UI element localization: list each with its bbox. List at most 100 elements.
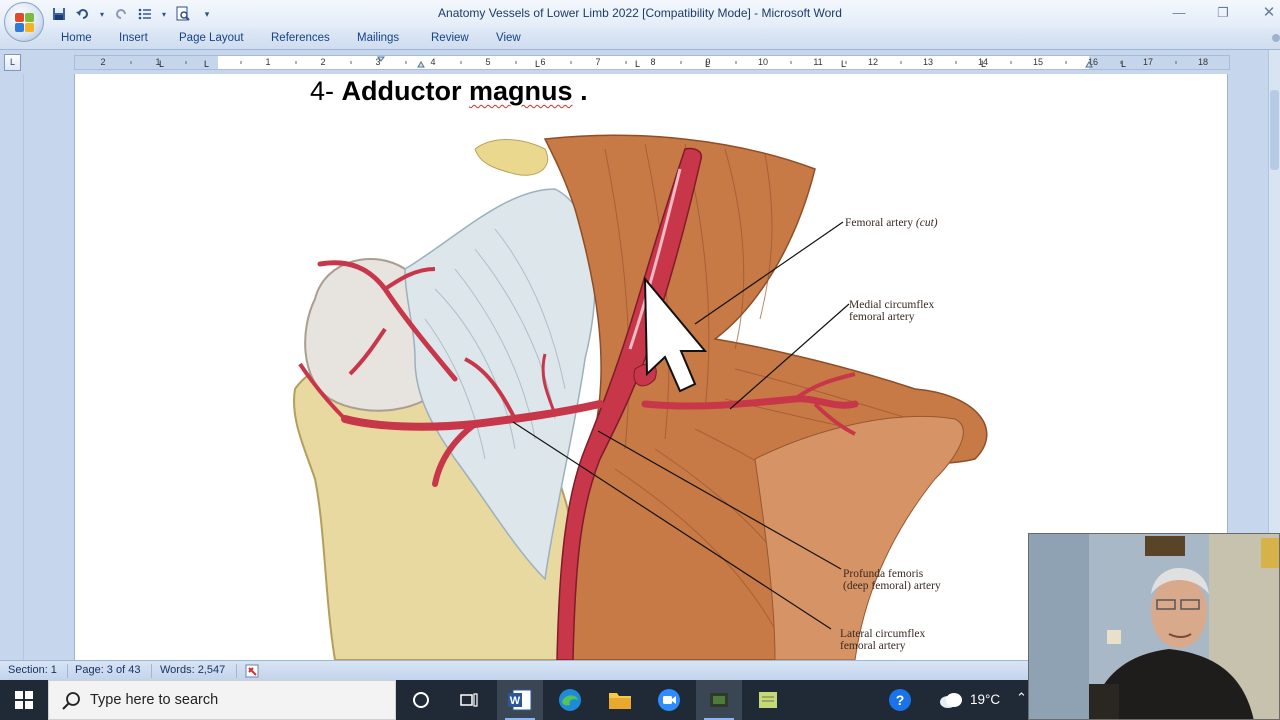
tab-stop-icon[interactable]: L (705, 59, 711, 69)
bullets-icon[interactable] (136, 5, 154, 23)
undo-icon[interactable] (74, 5, 92, 23)
search-placeholder: Type here to search (90, 692, 219, 708)
heading-word-adductor: Adductor (341, 76, 462, 106)
word-app-icon[interactable]: W (506, 686, 534, 714)
ruler-number: 1 (265, 57, 271, 67)
task-view-icon[interactable] (455, 686, 483, 714)
edge-browser-icon[interactable] (556, 686, 584, 714)
anatomy-illustration (293, 134, 988, 660)
ruler-number: 10 (757, 57, 768, 67)
heading-tail: . (572, 76, 588, 106)
office-logo-icon (15, 13, 35, 33)
save-icon[interactable] (50, 5, 68, 23)
tab-view[interactable]: View (496, 32, 521, 44)
left-vertical-bar (0, 74, 24, 660)
notes-app-icon[interactable] (754, 686, 782, 714)
status-separator (151, 664, 152, 678)
ruler-left-margin (75, 56, 218, 69)
tab-stop-icon[interactable]: L (981, 59, 987, 69)
status-bar: Section: 1 Page: 3 of 43 Words: 2,547 (0, 660, 1280, 680)
zoom-app-icon[interactable] (655, 686, 683, 714)
ruler-number: 11 (813, 57, 823, 67)
tab-review[interactable]: Review (431, 32, 469, 44)
heading-number: 4- (310, 76, 335, 106)
ruler-number: 6 (540, 57, 546, 67)
minimize-icon[interactable]: — (1172, 5, 1186, 20)
ruler-number: 1 (155, 57, 161, 67)
ruler-number: 7 (595, 57, 601, 67)
label-femoral-artery: Femoral artery (cut) (845, 217, 938, 229)
ruler-number: 4 (430, 57, 436, 67)
webcam-overlay (1028, 533, 1280, 720)
tab-references[interactable]: References (271, 32, 330, 44)
tab-stop-icon[interactable]: L (635, 59, 641, 69)
title-bar: ▾ ▾ ▾ Anatomy Vessels of Lower Limb 2022… (0, 0, 1280, 28)
ruler-number: 9 (705, 57, 711, 67)
ruler-ticks (130, 56, 1177, 68)
tray-chevron-up-icon[interactable]: ⌃ (1016, 690, 1027, 705)
ruler-number: 15 (1032, 57, 1043, 67)
label-lateral-circumflex: Lateral circumflex femoral artery (840, 628, 926, 652)
heading-word-magnus: magnus (469, 76, 573, 106)
tab-stop-icon[interactable]: L (535, 59, 541, 69)
ruler-number: 2 (320, 57, 326, 67)
ruler-number: 2 (100, 57, 106, 67)
tab-selector-button[interactable]: L (4, 54, 21, 71)
ruler-row: L 2 1 1 2 3 4 5 6 7 8 9 10 11 12 13 14 1… (0, 50, 1280, 74)
bullets-dropdown-icon[interactable]: ▾ (161, 9, 166, 19)
ruler-right-margin (1089, 56, 1229, 69)
start-button[interactable] (0, 680, 48, 720)
restore-icon[interactable]: ❐ (1217, 5, 1229, 20)
svg-text:?: ? (896, 692, 905, 708)
undo-dropdown-icon[interactable]: ▾ (99, 9, 104, 19)
windows-logo-icon (15, 691, 33, 709)
quick-access-toolbar: ▾ ▾ ▾ (50, 4, 216, 24)
status-page[interactable]: Page: 3 of 43 (75, 664, 141, 676)
file-explorer-icon[interactable] (606, 686, 634, 714)
tab-stop-icon[interactable]: L (841, 59, 847, 69)
ruler-number: 3 (375, 57, 381, 67)
document-heading: 4- Adductor magnus . (310, 76, 588, 107)
office-button[interactable] (4, 2, 44, 42)
scrollbar-thumb[interactable] (1270, 90, 1279, 170)
label-medial-circumflex: Medial circumflex femoral artery (849, 299, 935, 323)
help-icon[interactable]: ? (886, 686, 914, 714)
cortana-icon[interactable] (407, 686, 435, 714)
vertical-scrollbar[interactable] (1268, 50, 1280, 660)
camtasia-active-indicator (704, 718, 734, 720)
tab-mailings[interactable]: Mailings (357, 32, 400, 44)
recorder-app-icon[interactable] (705, 686, 733, 714)
tab-stop-icon[interactable]: L (159, 59, 165, 69)
print-preview-icon[interactable] (174, 5, 192, 23)
horizontal-ruler[interactable]: 2 1 1 2 3 4 5 6 7 8 9 10 11 12 13 14 15 … (74, 55, 1230, 70)
weather-cloud-icon[interactable] (937, 686, 965, 714)
taskbar-search-box[interactable]: Type here to search (48, 680, 396, 720)
ruler-number: 17 (1142, 57, 1153, 67)
close-icon[interactable]: ✕ (1262, 4, 1276, 21)
status-word-count[interactable]: Words: 2,547 (160, 664, 226, 676)
ruler-number: 18 (1197, 57, 1208, 67)
customize-qat-icon[interactable]: ▾ (204, 8, 210, 19)
ribbon-help-icon[interactable] (1272, 34, 1280, 42)
search-icon (62, 692, 80, 710)
window-title: Anatomy Vessels of Lower Limb 2022 [Comp… (438, 6, 842, 20)
tab-insert[interactable]: Insert (119, 32, 148, 44)
ruler-number: 5 (485, 57, 491, 67)
ribbon-tab-bar: Home Insert Page Layout References Maili… (0, 28, 1280, 50)
tab-page-layout[interactable]: Page Layout (179, 32, 244, 44)
word-active-indicator (505, 718, 535, 720)
status-separator (236, 664, 237, 678)
mouse-cursor-icon (643, 276, 708, 393)
tab-home[interactable]: Home (61, 32, 92, 44)
tab-stop-icon[interactable]: L (1121, 59, 1127, 69)
status-section[interactable]: Section: 1 (8, 664, 57, 676)
tab-stop-icon[interactable]: L (204, 59, 210, 69)
ruler-number: 8 (650, 57, 656, 67)
redo-icon[interactable] (112, 5, 130, 23)
ruler-number: 13 (922, 57, 933, 67)
proofing-icon[interactable] (244, 662, 262, 680)
ruler-number: 14 (977, 57, 988, 67)
status-separator (67, 664, 68, 678)
label-profunda-femoris: Profunda femoris (deep femoral) artery (843, 568, 941, 592)
weather-temperature[interactable]: 19°C (970, 692, 1001, 707)
